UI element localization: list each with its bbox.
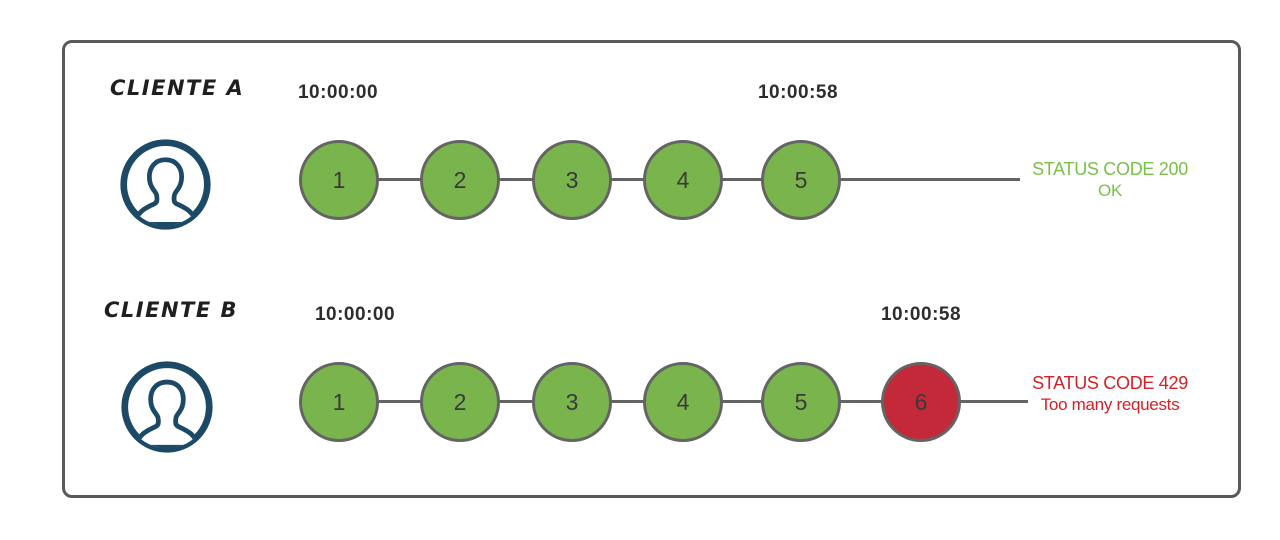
client-a-status-code: STATUS CODE 200 — [1032, 159, 1188, 179]
client-a-label: CLIENTE A — [110, 76, 245, 100]
user-avatar-icon — [121, 361, 213, 453]
client-a-status-text: OK — [1098, 181, 1122, 200]
client-b-label: CLIENTE B — [104, 298, 239, 322]
request-node-b1: 1 — [299, 362, 379, 442]
request-node-b3: 3 — [532, 362, 612, 442]
user-avatar-icon — [120, 139, 211, 230]
client-a-end-time: 10:00:58 — [757, 82, 839, 103]
request-node-a3: 3 — [532, 140, 612, 220]
diagram-frame — [62, 40, 1241, 498]
client-b-avatar — [119, 359, 215, 460]
request-node-a1: 1 — [299, 140, 379, 220]
request-node-a5: 5 — [761, 140, 841, 220]
request-node-a4: 4 — [643, 140, 723, 220]
request-node-b2: 2 — [420, 362, 500, 442]
client-a-status: STATUS CODE 200 OK — [1010, 159, 1210, 201]
client-b-status-code: STATUS CODE 429 — [1032, 373, 1188, 393]
client-a-start-time: 10:00:00 — [297, 82, 379, 103]
client-a-avatar — [118, 137, 213, 237]
client-b-status-text: Too many requests — [1040, 395, 1180, 414]
request-node-b4: 4 — [643, 362, 723, 442]
client-b-start-time: 10:00:00 — [314, 304, 396, 325]
client-b-end-time: 10:00:58 — [880, 304, 962, 325]
request-node-a2: 2 — [420, 140, 500, 220]
client-b-status: STATUS CODE 429 Too many requests — [1010, 373, 1210, 415]
request-node-b5: 5 — [761, 362, 841, 442]
request-node-b6-rejected: 6 — [881, 362, 961, 442]
